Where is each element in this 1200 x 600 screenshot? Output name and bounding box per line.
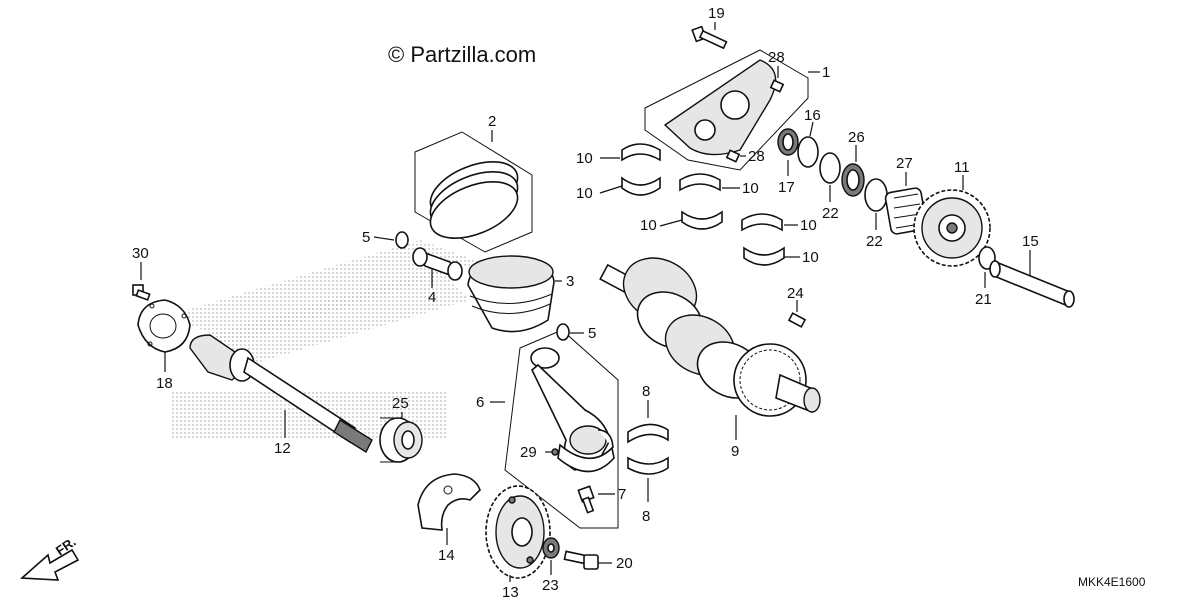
callout-30: 30	[132, 245, 149, 262]
oil-seal[interactable]	[777, 128, 799, 156]
callout-17: 17	[778, 179, 795, 196]
piston-pin-clip[interactable]	[395, 231, 409, 249]
gear-cover[interactable]	[417, 473, 481, 531]
seal-ring[interactable]	[841, 163, 865, 197]
balancer-shaft[interactable]	[989, 260, 1075, 308]
callout-1: 1	[822, 64, 830, 81]
callout-9: 9	[731, 443, 739, 460]
bolt-30[interactable]	[132, 284, 151, 301]
piston-ring-set[interactable]	[414, 131, 533, 253]
crank-bearing-5[interactable]	[741, 213, 783, 232]
callout-19: 19	[708, 5, 725, 22]
callout-10e: 10	[800, 217, 817, 234]
callout-15: 15	[1022, 233, 1039, 250]
callout-11: 11	[954, 159, 970, 176]
output-shaft[interactable]	[189, 334, 373, 454]
callout-22a: 22	[822, 205, 839, 222]
crank-bearing-6[interactable]	[743, 246, 785, 266]
crank-bearing-1[interactable]	[621, 143, 661, 162]
rod-bolt[interactable]	[577, 485, 595, 514]
callout-25: 25	[392, 395, 409, 412]
woodruff-key[interactable]	[787, 312, 807, 328]
ball-bearing[interactable]	[379, 417, 423, 463]
callout-23: 23	[542, 577, 559, 594]
crank-bearing-3[interactable]	[679, 173, 721, 192]
callout-20: 20	[616, 555, 633, 572]
callout-16: 16	[804, 107, 821, 124]
callout-3: 3	[566, 273, 574, 290]
callout-6: 6	[476, 394, 484, 411]
callout-10d: 10	[640, 217, 657, 234]
crankshaft[interactable]	[599, 246, 821, 417]
callout-28b: 28	[748, 148, 765, 165]
callout-8a: 8	[642, 383, 650, 400]
callout-7: 7	[618, 486, 626, 503]
callout-21: 21	[975, 291, 992, 308]
main-bearing-lower[interactable]	[627, 456, 669, 475]
callout-22b: 22	[866, 233, 883, 250]
dowel-pin-lower[interactable]	[725, 149, 741, 163]
connecting-rod[interactable]	[530, 347, 611, 471]
shim-1[interactable]	[819, 152, 841, 184]
cover-plate[interactable]	[137, 299, 191, 353]
balancer-holder-box	[644, 49, 809, 171]
callout-27: 27	[896, 155, 913, 172]
callout-18: 18	[156, 375, 173, 392]
callout-8b: 8	[642, 508, 650, 525]
driven-gear[interactable]	[485, 485, 551, 579]
callout-26: 26	[848, 129, 865, 146]
diagram-code: MKK4E1600	[1078, 575, 1146, 589]
main-bearing-upper[interactable]	[627, 423, 669, 444]
shim-2[interactable]	[864, 178, 888, 212]
callout-10c: 10	[742, 180, 759, 197]
callout-24: 24	[787, 285, 804, 302]
balancer-drive-gear[interactable]	[913, 189, 991, 267]
callout-10b: 10	[576, 185, 593, 202]
thrust-washer[interactable]	[797, 136, 819, 168]
callout-12: 12	[274, 440, 291, 457]
callout-13: 13	[502, 584, 519, 600]
callout-14: 14	[438, 547, 455, 564]
callout-28a: 28	[768, 49, 785, 66]
front-direction-arrow	[20, 548, 80, 581]
callout-5b: 5	[588, 325, 596, 342]
holder-bolt[interactable]	[691, 25, 728, 50]
crank-bearing-4[interactable]	[681, 210, 723, 230]
rod-cap[interactable]	[557, 429, 615, 473]
dowel-pin-upper[interactable]	[769, 79, 785, 93]
callout-5a: 5	[362, 229, 370, 246]
piston-pin-clip-2[interactable]	[556, 323, 570, 341]
crank-bearing-2[interactable]	[621, 176, 661, 196]
washer-23[interactable]	[542, 537, 560, 559]
watermark-text: © Partzilla.com	[388, 42, 536, 67]
callout-29: 29	[520, 444, 537, 461]
rod-washer[interactable]	[551, 448, 559, 456]
balancer-holder[interactable]	[663, 59, 777, 156]
piston[interactable]	[467, 255, 555, 333]
piston-pin[interactable]	[412, 247, 463, 281]
callout-4: 4	[428, 289, 436, 306]
gear-bolt[interactable]	[563, 550, 599, 570]
callout-2: 2	[488, 113, 496, 130]
callout-10f: 10	[802, 249, 819, 266]
callout-10a: 10	[576, 150, 593, 167]
